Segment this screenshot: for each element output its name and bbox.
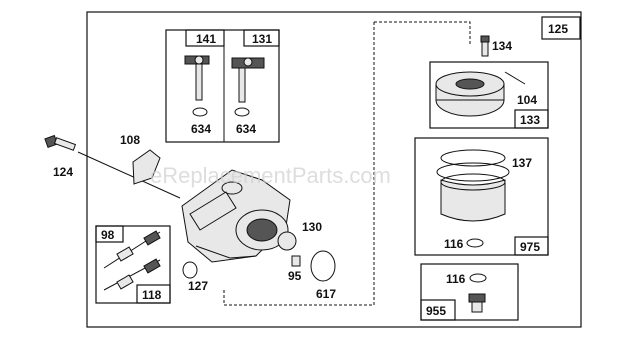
leader-124 <box>77 151 181 199</box>
label-125: 125 <box>548 22 568 36</box>
label-box-141 <box>185 29 225 47</box>
label-130: 130 <box>302 220 322 234</box>
leader-134 <box>374 21 471 45</box>
label-975: 975 <box>520 240 540 254</box>
label-98: 98 <box>101 228 115 242</box>
part-133-float <box>435 71 505 117</box>
inset-975 <box>414 137 549 256</box>
part-617-oring <box>310 250 336 282</box>
label-134: 134 <box>492 39 512 53</box>
label-108: 108 <box>120 133 140 147</box>
label-104: 104 <box>517 93 537 107</box>
part-104-pin <box>504 71 526 85</box>
part-130-plate <box>277 231 297 251</box>
label-box-125 <box>541 16 581 40</box>
label-131: 131 <box>252 32 272 46</box>
part-134-screw <box>480 35 490 57</box>
part-108-gasket <box>132 149 161 185</box>
label-634-b: 634 <box>236 122 256 136</box>
label-955: 955 <box>426 304 446 318</box>
part-124-bolt <box>44 134 77 151</box>
screw-98 <box>116 246 134 262</box>
watermark-logo: eReplacementParts.com <box>150 163 391 188</box>
part-127-plug <box>182 261 198 279</box>
part-95-screw <box>291 255 301 267</box>
spring-118 <box>143 258 161 274</box>
screw-118 <box>116 274 134 290</box>
washer-116-b <box>469 273 487 283</box>
needle-141 <box>184 55 210 101</box>
ring-634-a <box>192 107 208 117</box>
label-box-118 <box>136 284 171 304</box>
label-box-98 <box>95 225 124 243</box>
inset-float-needles <box>165 29 280 143</box>
label-118: 118 <box>142 288 162 302</box>
label-box-975 <box>514 236 549 256</box>
spring-98 <box>143 230 161 246</box>
washer-116-a <box>466 238 484 248</box>
label-634-a: 634 <box>191 122 211 136</box>
ring-634-b <box>234 107 250 117</box>
label-116-b: 116 <box>446 272 466 286</box>
inset-955 <box>420 263 519 321</box>
needle-131 <box>231 57 265 103</box>
part-955-bolt <box>468 293 486 313</box>
label-141: 141 <box>196 32 216 46</box>
label-box-133 <box>514 109 549 129</box>
label-137: 137 <box>512 156 532 170</box>
part-137-bowl <box>436 149 510 222</box>
carburetor-body <box>181 169 291 263</box>
label-box-955 <box>420 299 456 321</box>
label-617: 617 <box>316 287 336 301</box>
label-95: 95 <box>288 269 302 283</box>
label-133: 133 <box>520 113 540 127</box>
leader-main <box>223 22 375 306</box>
inset-133 <box>429 61 549 129</box>
label-124: 124 <box>53 165 73 179</box>
outer-frame <box>86 11 582 328</box>
label-box-131 <box>243 29 280 47</box>
label-116-a: 116 <box>444 237 464 251</box>
inset-98-118 <box>95 225 171 304</box>
label-127: 127 <box>188 279 208 293</box>
